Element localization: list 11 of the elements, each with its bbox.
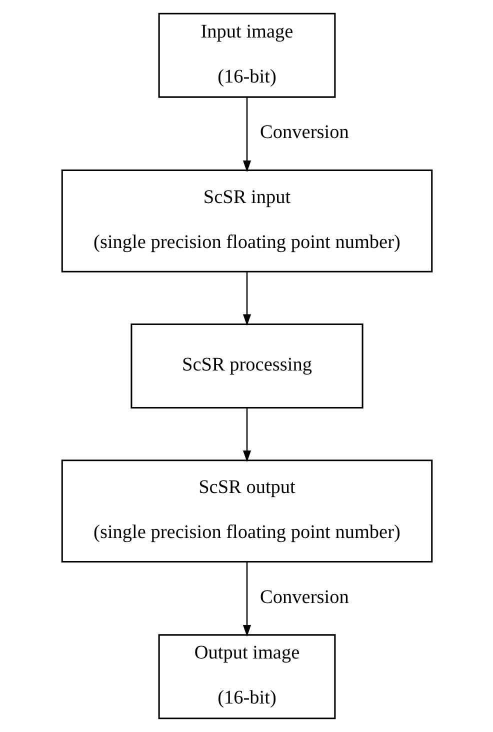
edge-label: Conversion <box>260 586 348 608</box>
node-box: ScSR output (single precision floating point number) <box>60 460 432 563</box>
arrow <box>242 272 251 326</box>
node-box: ScSR processing <box>130 324 363 408</box>
arrow <box>242 97 251 172</box>
edge-label: Conversion <box>260 122 348 144</box>
node-box: Output image (16-bit) <box>158 634 336 720</box>
arrow <box>242 408 251 462</box>
node-box: ScSR input (single precision floating point number) <box>60 169 432 272</box>
arrow <box>242 562 251 637</box>
node-box: Input image (16-bit) <box>158 12 336 98</box>
